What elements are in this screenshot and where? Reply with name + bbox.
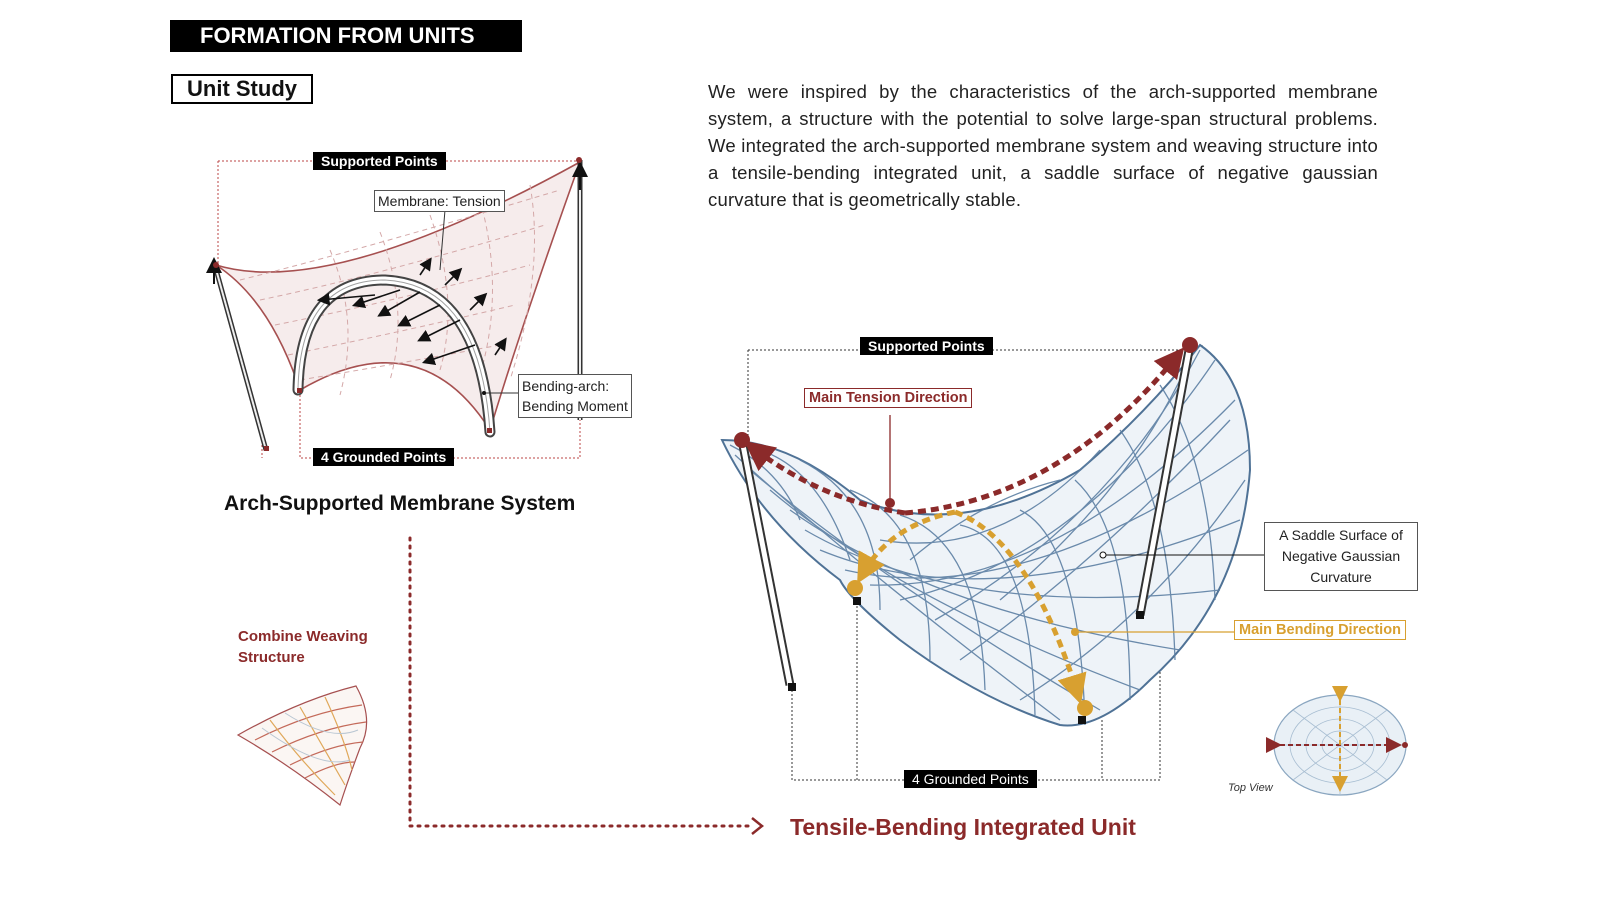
saddle-surface-label: A Saddle Surface of Negative Gaussian Cu…: [1264, 522, 1418, 591]
bending-arch-line2: Bending Moment: [522, 398, 628, 414]
unit-study-heading: Unit Study: [171, 74, 313, 104]
combine-line2: Structure: [238, 649, 305, 666]
main-bending-label: Main Bending Direction: [1234, 620, 1406, 640]
description-paragraph: We were inspired by the characteristics …: [708, 81, 1378, 210]
arch-system-title: Arch-Supported Membrane System: [224, 492, 576, 515]
unit-grounded-points-tag: 4 Grounded Points: [904, 770, 1037, 788]
weaving-structure-patch: [236, 685, 368, 807]
membrane-tension-label: Membrane: Tension: [374, 190, 505, 212]
saddle-line1: A Saddle Surface of: [1279, 527, 1403, 543]
unit-supported-points-tag: Supported Points: [860, 337, 993, 355]
grounded-points-tag: 4 Grounded Points: [313, 448, 455, 466]
combine-line1: Combine Weaving: [238, 628, 368, 645]
top-view-diagram: [1266, 686, 1408, 796]
section-header: FORMATION FROM UNITS: [170, 20, 522, 52]
supported-points-tag: Supported Points: [313, 152, 446, 170]
top-view-label: Top View: [1228, 782, 1273, 794]
bending-arch-line1: Bending-arch:: [522, 378, 610, 394]
flow-connector: [408, 536, 765, 835]
combine-weaving-label: Combine Weaving Structure: [238, 626, 398, 668]
bending-arch-label: Bending-arch: Bending Moment: [518, 374, 632, 418]
saddle-line2: Negative Gaussian: [1281, 548, 1401, 564]
integrated-unit-title: Tensile-Bending Integrated Unit: [790, 814, 1136, 840]
saddle-unit-diagram: [720, 337, 1264, 781]
main-tension-label: Main Tension Direction: [804, 388, 973, 408]
saddle-line3: Curvature: [1310, 569, 1372, 585]
